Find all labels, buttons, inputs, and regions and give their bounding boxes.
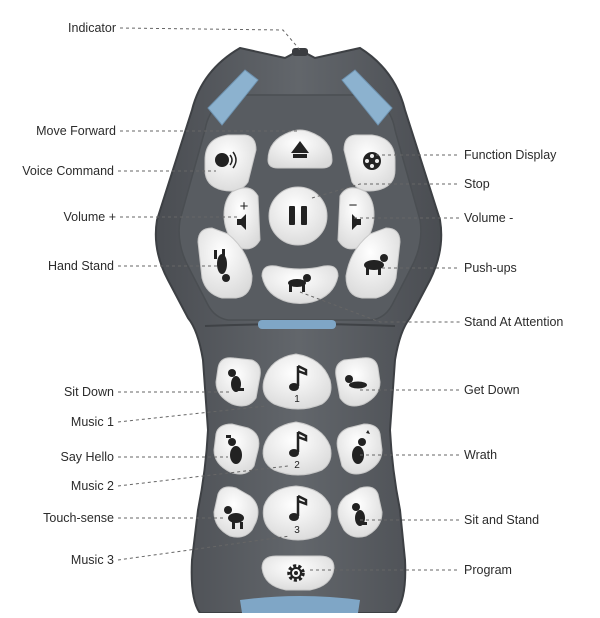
dog-waving-icon (226, 435, 242, 464)
label-voice-command: Voice Command (22, 164, 114, 178)
touch-sense-button[interactable] (213, 486, 259, 538)
label-get-down: Get Down (464, 383, 520, 397)
leader-music-1 (117, 405, 267, 423)
leader-lines (117, 27, 460, 571)
speaker-icon (237, 214, 246, 230)
label-indicator: Indicator (68, 21, 116, 35)
reel-icon (363, 152, 381, 170)
label-music-2: Music 2 (70, 479, 114, 493)
label-sit-and-stand: Sit and Stand (464, 513, 540, 527)
function-display-button[interactable] (343, 134, 396, 192)
dog-pushup-icon (364, 254, 388, 275)
indicator-light (292, 48, 308, 56)
label-music-3: Music 3 (70, 553, 114, 567)
dog-touch-icon (224, 506, 244, 529)
music-2-number: 2 (294, 460, 300, 471)
dog-angry-icon (352, 430, 370, 464)
music-1-number: 1 (294, 394, 300, 405)
sit-and-stand-button[interactable] (337, 486, 383, 538)
label-volume-down: Volume - (464, 211, 514, 225)
stand-at-attention-button[interactable] (261, 265, 339, 304)
label-say-hello: Say Hello (60, 450, 115, 464)
music-3-button[interactable]: 3 (262, 485, 332, 541)
dog-handstand-icon (214, 249, 230, 282)
head-speaking-icon (215, 151, 237, 169)
label-hand-stand: Hand Stand (47, 259, 114, 273)
music-1-button[interactable]: 1 (262, 353, 332, 410)
gear-icon (287, 564, 305, 582)
label-push-ups: Push-ups (464, 261, 517, 275)
leader-music-2 (117, 465, 289, 487)
label-move-forward: Move Forward (36, 124, 116, 138)
music-2-button[interactable]: 2 (262, 421, 332, 476)
label-program: Program (464, 563, 512, 577)
volume-up-sign: + (240, 198, 249, 215)
leader-music-3 (117, 535, 291, 561)
music-note-icon (296, 494, 308, 516)
label-volume-up: Volume + (63, 210, 116, 224)
dog-sit-stand-icon (352, 503, 367, 526)
music-3-number: 3 (294, 525, 300, 536)
push-ups-button[interactable] (345, 227, 401, 299)
dog-lying-icon (345, 375, 367, 389)
leader-stop (311, 183, 460, 199)
up-arrow-icon (291, 141, 309, 158)
leader-stand-at-attention (299, 291, 460, 323)
label-stop: Stop (464, 177, 490, 191)
label-music-1: Music 1 (70, 415, 114, 429)
voice-command-button[interactable] (204, 134, 257, 192)
bottom-blue-accent (240, 596, 360, 613)
label-touch-sense: Touch-sense (43, 511, 114, 525)
music-note-icon (296, 430, 308, 452)
label-sit-down: Sit Down (63, 385, 114, 399)
label-stand-at-attention: Stand At Attention (464, 315, 564, 329)
music-note-icon (296, 364, 308, 386)
hand-stand-button[interactable] (197, 227, 253, 299)
pause-icon (289, 206, 307, 225)
dog-sitting-icon (228, 369, 244, 392)
wrath-button[interactable] (336, 423, 383, 475)
move-forward-button[interactable] (267, 129, 333, 169)
dog-standing-icon (288, 274, 311, 292)
say-hello-button[interactable] (213, 423, 260, 475)
stop-button[interactable] (268, 186, 328, 246)
center-blue-bar (258, 320, 336, 329)
sit-down-button[interactable] (215, 357, 261, 407)
label-function-display: Function Display (464, 148, 557, 162)
get-down-button[interactable] (335, 357, 381, 407)
leader-indicator (119, 27, 301, 51)
volume-down-sign: − (349, 197, 358, 214)
left-blue-accent (207, 69, 259, 126)
right-blue-accent (341, 69, 393, 126)
label-wrath: Wrath (464, 448, 498, 462)
program-button[interactable] (261, 555, 335, 591)
